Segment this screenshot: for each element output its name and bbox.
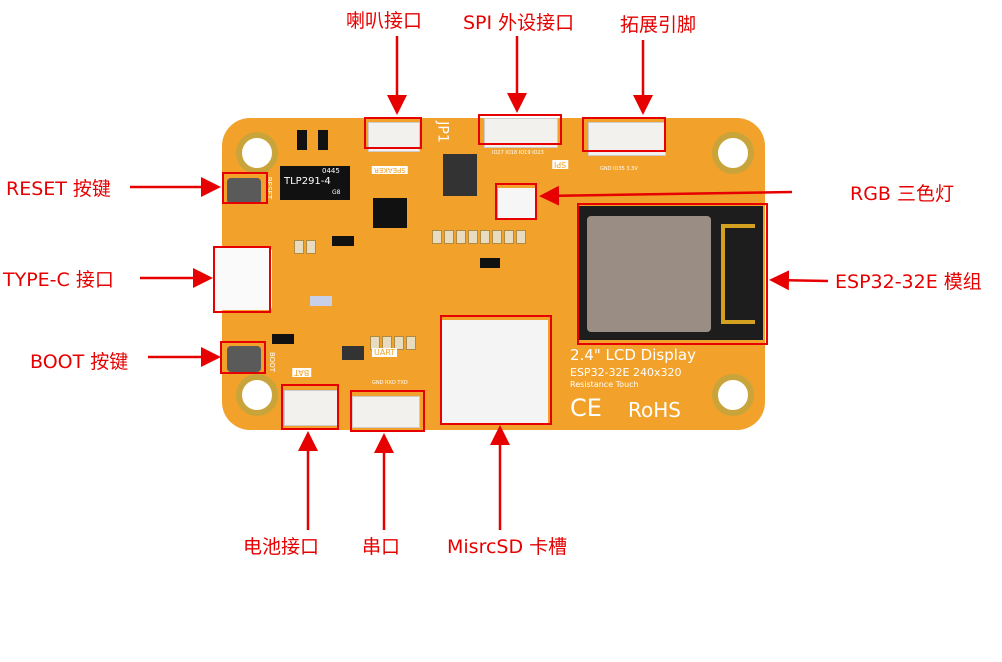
chip-sub: G8 (332, 189, 341, 196)
mounting-hole (712, 132, 754, 174)
transistor (318, 130, 328, 150)
rgb-highlight (495, 183, 537, 220)
module-shield (587, 216, 711, 332)
silk-uart: UART (372, 348, 398, 357)
led (310, 296, 332, 306)
transistor (297, 130, 307, 150)
regulator (342, 346, 364, 360)
sd-card-slot[interactable] (442, 320, 548, 424)
chip-code: 0445 (322, 167, 340, 175)
esp32-highlight (577, 203, 768, 345)
label-spi: SPI 外设接口 (463, 12, 575, 34)
arrow-rgb (539, 185, 793, 206)
resistor (432, 230, 442, 244)
amplifier-chip (373, 198, 407, 228)
resistor (468, 230, 478, 244)
resistor (504, 230, 514, 244)
label-uart: 串口 (362, 536, 401, 558)
optocoupler-chip: 0445 TLP291-4 G8 (280, 166, 350, 200)
mounting-hole (236, 374, 278, 416)
label-sd: MisrcSD 卡槽 (447, 536, 568, 558)
resistor (444, 230, 454, 244)
chip-name: TLP291-4 (284, 176, 331, 187)
typec-port[interactable] (214, 248, 272, 310)
resistor (492, 230, 502, 244)
expansion-highlight (582, 117, 666, 152)
silk-uart-pins: GND RXD TXD (372, 380, 408, 386)
uart-highlight (350, 390, 425, 432)
sd-highlight (440, 315, 552, 425)
resistor (516, 230, 526, 244)
resistor (394, 336, 404, 350)
resistor (306, 240, 316, 254)
label-typec: TYPE-C 接口 (3, 269, 114, 291)
rohs-mark: RoHS (628, 398, 681, 422)
silk-spi-pins: IO27 IO18 IO19 IO23 (492, 150, 544, 156)
arrow-esp32 (769, 270, 829, 291)
resistor (480, 230, 490, 244)
label-expansion: 拓展引脚 (620, 14, 697, 36)
transistor (480, 258, 500, 268)
speaker-highlight (364, 117, 422, 149)
resistor (294, 240, 304, 254)
label-esp32: ESP32-32E 模组 (835, 271, 982, 293)
mounting-hole (712, 374, 754, 416)
label-battery: 电池接口 (243, 536, 320, 558)
battery-highlight (281, 384, 339, 430)
typec-highlight (213, 246, 271, 313)
spi-highlight (478, 114, 562, 145)
resistor (456, 230, 466, 244)
label-speaker: 喇叭接口 (346, 10, 423, 32)
pcb-board: 0445 TLP291-4 G8 (214, 118, 765, 430)
battery-connector[interactable] (284, 390, 338, 426)
mounting-hole (236, 132, 278, 174)
reset-button[interactable] (227, 178, 261, 204)
transistor (332, 236, 354, 246)
esp32-module (579, 206, 763, 340)
boot-highlight (220, 341, 266, 374)
label-rgb: RGB 三色灯 (850, 183, 954, 205)
silk-ext-pins: GND IO35 3.3V (600, 166, 638, 172)
transistor (272, 334, 294, 344)
reset-highlight (222, 172, 268, 204)
silk-model: ESP32-32E 240x320 (570, 366, 682, 379)
antenna-trace (721, 224, 755, 324)
silk-touch: Resistance Touch (570, 380, 639, 389)
silk-display: 2.4" LCD Display (570, 346, 696, 364)
uart-connector[interactable] (352, 396, 420, 428)
ce-mark: CE (570, 394, 602, 422)
usb-serial-chip (443, 154, 477, 196)
resistor (406, 336, 416, 350)
rgb-led (498, 188, 536, 220)
label-reset: RESET 按键 (6, 178, 111, 200)
label-boot: BOOT 按键 (30, 351, 129, 373)
boot-button[interactable] (227, 346, 261, 372)
